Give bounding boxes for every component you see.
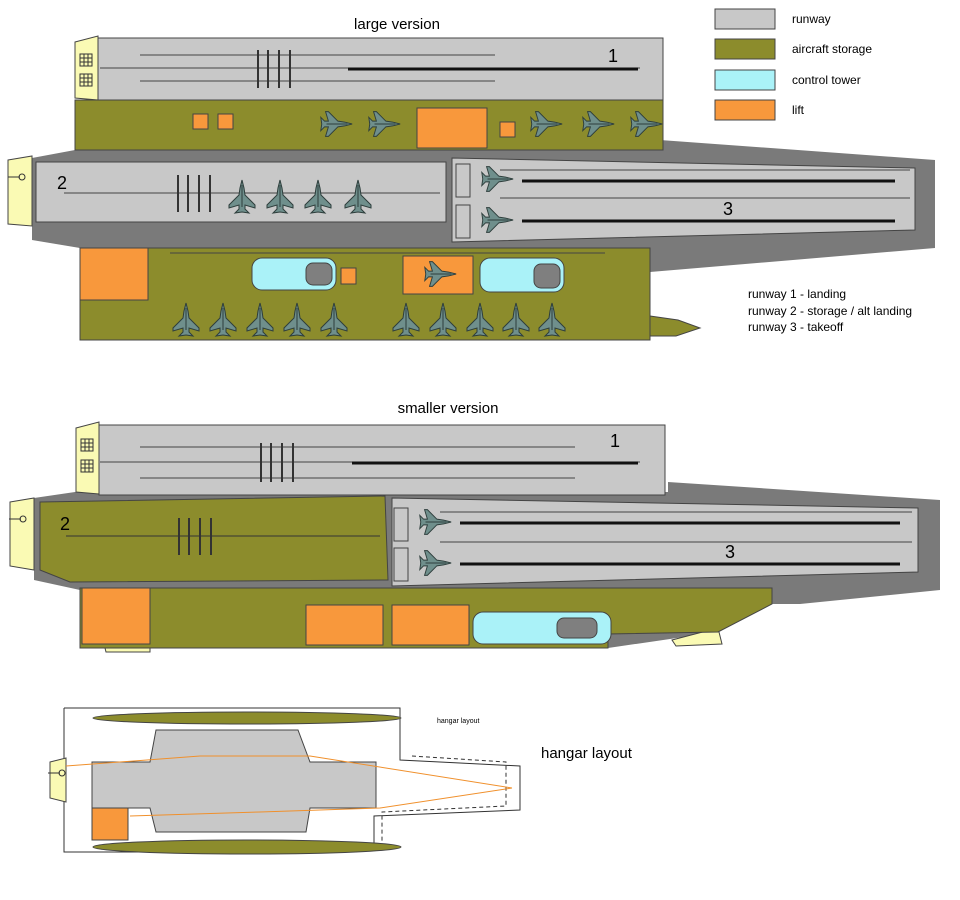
bow-cap-upper [75,421,100,495]
legend-label: runway [792,12,831,26]
smaller-version: smaller version 1 2 [8,400,940,653]
note-line: runway 2 - storage / alt landing [748,304,912,318]
bow-cap [9,497,35,571]
hangar-storage-strip [92,711,402,725]
lift [340,267,357,285]
lift [91,807,129,841]
bow-cap [49,757,67,803]
runway-1 [98,424,666,496]
lift [416,107,488,149]
lift [391,604,470,646]
hangar-storage-strip [92,839,402,855]
grid-window-icon [79,53,93,67]
legend-label: control tower [792,73,861,87]
lift [305,604,384,646]
runway-2-storage [39,495,389,583]
smaller-version-title: smaller version [398,400,499,417]
legend-label: aircraft storage [792,42,872,56]
large-version-title: large version [354,16,440,33]
runway-2-number: 2 [60,514,70,534]
runway-3-number: 3 [725,542,735,562]
legend: runway aircraft storage control tower li… [714,8,872,121]
legend-swatch-storage [714,38,776,60]
runway-2-number: 2 [57,173,67,193]
lift [81,587,151,645]
note-line: runway 1 - landing [748,287,846,301]
runway-1-number: 1 [608,46,618,66]
runway-3-number: 3 [723,199,733,219]
large-version: large version 1 [7,16,935,341]
bow-cap [7,155,33,227]
hangar-small-note: hangar layout [437,718,479,725]
hangar-layout: hangar layout hangar layout [47,707,633,855]
lift [499,121,516,138]
hangar-layout-title: hangar layout [541,745,633,762]
runway-notes: runway 1 - landing runway 2 - storage / … [748,287,912,334]
grid-window-icon [80,459,94,473]
legend-swatch-runway [714,8,776,30]
storage-lower [79,247,651,341]
lift [79,247,149,301]
bow-cap-upper [74,35,99,101]
grid-window-icon [79,73,93,87]
runway-3 [451,157,916,243]
note-line: runway 3 - takeoff [748,320,844,334]
grid-window-icon [80,438,94,452]
legend-swatch-lift [714,99,776,121]
legend-label: lift [792,103,805,117]
legend-swatch-tower [714,69,776,91]
runway-1-number: 1 [610,431,620,451]
lift [192,113,209,130]
lift [217,113,234,130]
storage-upper [74,99,664,151]
